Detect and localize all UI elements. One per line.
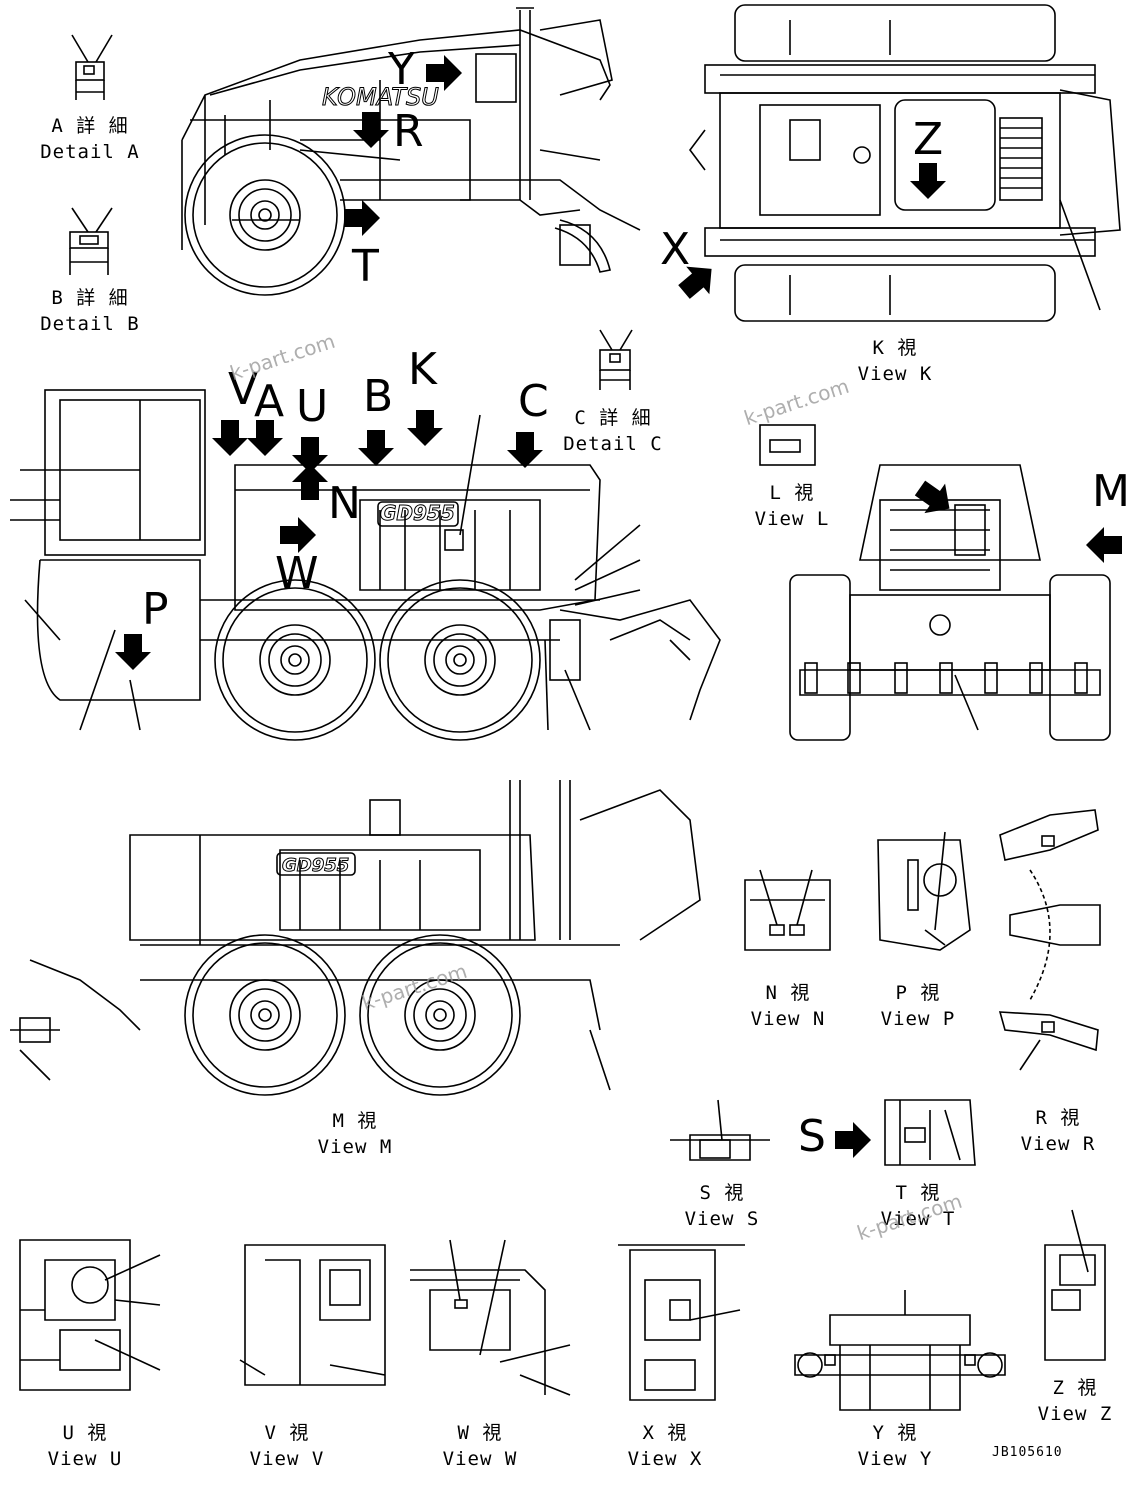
letter-m: M xyxy=(1092,466,1130,517)
view-r-en: View R xyxy=(1020,1133,1096,1155)
detail-c-en: Detail C xyxy=(563,433,663,455)
komatsu-logo: KOMATSU xyxy=(322,83,439,111)
view-l-jp: L 視 xyxy=(769,482,815,504)
view-l-label: L 視 View L xyxy=(742,480,842,532)
view-x-label: X 視 View X xyxy=(615,1420,715,1472)
view-u-en: View U xyxy=(47,1448,123,1470)
view-r-label: R 視 View R xyxy=(1008,1105,1108,1157)
view-z-jp: Z 視 xyxy=(1052,1377,1098,1399)
view-r-jp: R 視 xyxy=(1035,1107,1081,1129)
view-y-label: Y 視 View Y xyxy=(845,1420,945,1472)
view-k-en: View K xyxy=(857,363,933,385)
view-w-en: View W xyxy=(442,1448,518,1470)
letter-a: A xyxy=(254,376,285,427)
view-m-en: View M xyxy=(317,1136,393,1158)
view-l-drawing xyxy=(789,464,1111,741)
view-s-en: View S xyxy=(684,1208,760,1230)
view-n-jp: N 視 xyxy=(765,982,811,1004)
letter-w: W xyxy=(275,548,319,599)
letter-r: R xyxy=(393,106,424,157)
letter-n: N xyxy=(328,478,361,529)
gd955-logo-2: GD955 xyxy=(282,855,349,876)
letter-x: X xyxy=(660,224,691,275)
view-p-jp: P 視 xyxy=(895,982,941,1004)
view-u-drawing xyxy=(19,1239,161,1391)
letter-v: V xyxy=(228,364,259,415)
detail-a-en: Detail A xyxy=(40,141,140,163)
detail-b-en: Detail B xyxy=(40,313,140,335)
view-m-drawing: GD955 xyxy=(10,780,701,1096)
detail-b-label: B 詳 細 Detail B xyxy=(40,285,140,337)
letter-c: C xyxy=(518,376,549,427)
view-x-en: View X xyxy=(627,1448,703,1470)
detail-c-label: C 詳 細 Detail C xyxy=(563,405,663,457)
view-n-drawing xyxy=(744,869,831,951)
view-m-label: M 視 View M xyxy=(305,1108,405,1160)
view-y-jp: Y 視 xyxy=(872,1422,918,1444)
view-w-drawing xyxy=(410,1239,571,1396)
detail-b-jp: B 詳 細 xyxy=(51,287,129,309)
view-p-en: View P xyxy=(880,1008,956,1030)
letter-b: B xyxy=(363,371,394,422)
view-s-jp: S 視 xyxy=(699,1182,745,1204)
detail-a-label: A 詳 細 Detail A xyxy=(40,113,140,165)
view-t-drawing xyxy=(884,1099,976,1166)
view-v-en: View V xyxy=(249,1448,325,1470)
view-z-drawing xyxy=(1044,1209,1106,1361)
letter-s: S xyxy=(798,1111,826,1162)
view-p-label: P 視 View P xyxy=(868,980,968,1032)
main-side-view-drawing: GD955 xyxy=(10,389,721,741)
gd955-logo-1: GD955 xyxy=(380,501,455,525)
view-w-label: W 視 View W xyxy=(430,1420,530,1472)
view-n-label: N 視 View N xyxy=(738,980,838,1032)
view-k-jp: K 視 xyxy=(872,337,918,359)
view-x-jp: X 視 xyxy=(642,1422,688,1444)
letter-u: U xyxy=(296,381,329,432)
view-t-en: View T xyxy=(880,1208,956,1230)
view-s-label: S 視 View S xyxy=(672,1180,772,1232)
view-y-drawing xyxy=(794,1290,1006,1411)
detail-c-drawing xyxy=(599,329,633,390)
front-side-view-drawing: KOMATSU xyxy=(181,7,641,296)
view-y-en: View Y xyxy=(857,1448,933,1470)
drawing-code: JB105610 xyxy=(992,1445,1063,1460)
view-u-jp: U 視 xyxy=(62,1422,108,1444)
letter-k: K xyxy=(408,344,437,395)
view-v-drawing xyxy=(239,1244,386,1386)
view-v-label: V 視 View V xyxy=(237,1420,337,1472)
view-p-drawing xyxy=(877,831,971,951)
view-r-drawing xyxy=(998,809,1101,1071)
view-n-en: View N xyxy=(750,1008,826,1030)
view-v-jp: V 視 xyxy=(264,1422,310,1444)
view-t-label: T 視 View T xyxy=(868,1180,968,1232)
letter-y: Y xyxy=(388,44,415,95)
letter-t: T xyxy=(352,241,379,292)
view-w-jp: W 視 xyxy=(457,1422,503,1444)
detail-c-jp: C 詳 細 xyxy=(574,407,652,429)
view-m-jp: M 視 xyxy=(332,1110,378,1132)
view-z-en: View Z xyxy=(1037,1403,1113,1425)
view-z-label: Z 視 View Z xyxy=(1025,1375,1125,1427)
view-x-drawing xyxy=(618,1244,745,1401)
view-u-label: U 視 View U xyxy=(35,1420,135,1472)
view-l-detail-drawing xyxy=(759,424,816,466)
view-t-jp: T 視 xyxy=(895,1182,941,1204)
detail-b-drawing xyxy=(69,207,113,275)
view-l-en: View L xyxy=(754,508,830,530)
detail-a-drawing xyxy=(71,34,113,100)
view-s-drawing xyxy=(670,1099,770,1161)
letter-z: Z xyxy=(913,114,944,165)
view-k-drawing xyxy=(689,4,1121,322)
detail-a-jp: A 詳 細 xyxy=(51,115,129,137)
letter-p: P xyxy=(142,584,169,635)
view-k-label: K 視 View K xyxy=(845,335,945,387)
